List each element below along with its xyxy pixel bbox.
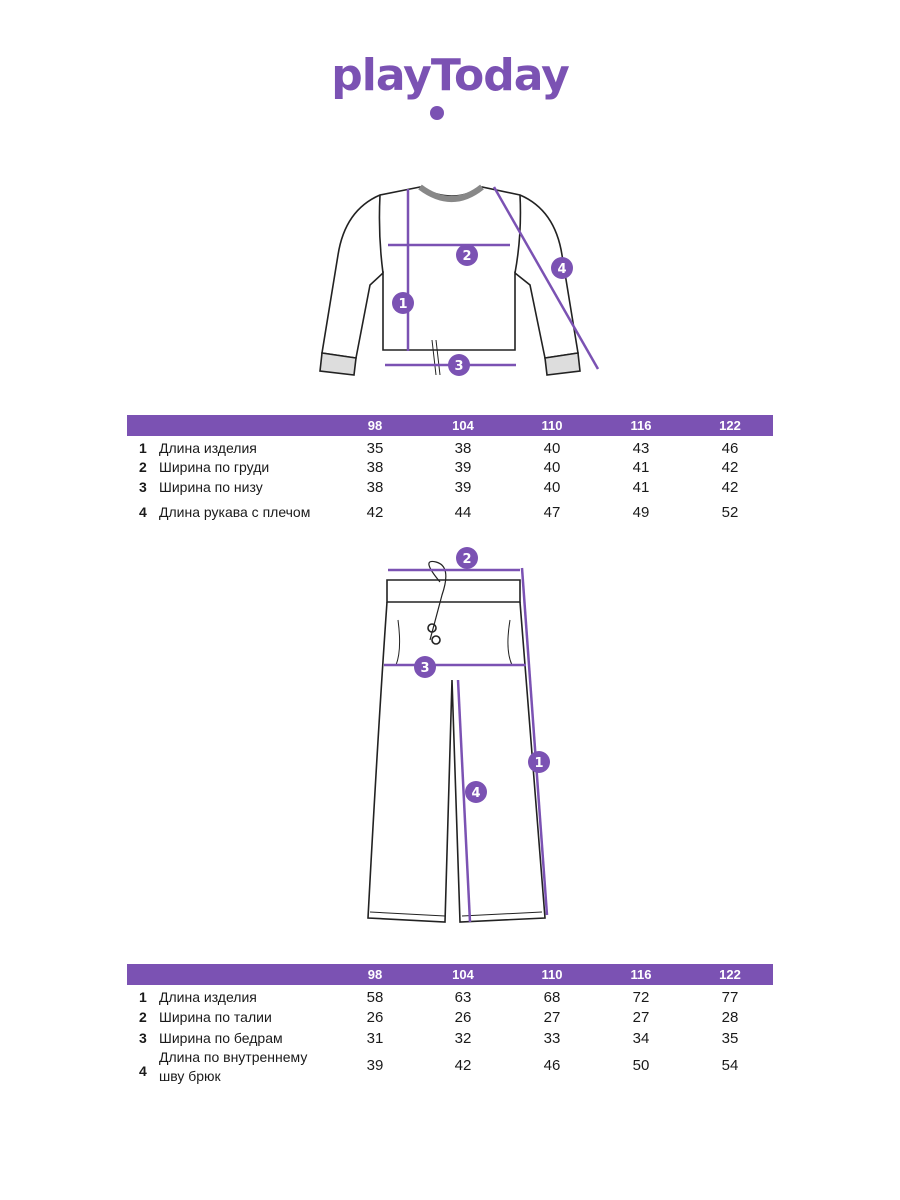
marker-group-bottom: 2 3 1 4 bbox=[414, 547, 550, 803]
cell: 42 bbox=[721, 459, 739, 476]
cell: 35 bbox=[366, 440, 384, 457]
size-col: 110 bbox=[541, 418, 563, 433]
cell: 38 bbox=[366, 479, 384, 496]
cell: 41 bbox=[632, 479, 650, 496]
marker-2: 2 bbox=[462, 249, 471, 264]
size-col: 104 bbox=[452, 967, 474, 982]
cell: 58 bbox=[366, 989, 384, 1006]
row-label: Длина изделия bbox=[159, 989, 257, 1005]
cell: 28 bbox=[721, 1009, 739, 1026]
cell: 38 bbox=[366, 459, 384, 476]
cell: 39 bbox=[454, 479, 472, 496]
cell: 43 bbox=[632, 440, 650, 457]
pants-diagram: 2 3 1 4 bbox=[367, 547, 550, 923]
marker-2: 2 bbox=[462, 552, 471, 567]
cell: 46 bbox=[721, 440, 739, 457]
row-number: 3 bbox=[139, 479, 147, 495]
row-label: Ширина по низу bbox=[159, 479, 263, 495]
cell: 41 bbox=[632, 459, 650, 476]
row-label: Длина рукава с плечом bbox=[159, 504, 311, 520]
cell: 32 bbox=[454, 1030, 472, 1047]
cell: 26 bbox=[454, 1009, 472, 1026]
row-number: 1 bbox=[139, 440, 147, 456]
row-number: 3 bbox=[139, 1030, 147, 1046]
cell: 44 bbox=[454, 504, 472, 521]
size-col: 116 bbox=[630, 418, 652, 433]
bottom-size-table: 98 104 110 116 122 1 Длина изделия 58 63… bbox=[127, 964, 773, 1084]
cell: 42 bbox=[454, 1057, 472, 1074]
cell: 77 bbox=[721, 989, 739, 1006]
cell: 63 bbox=[454, 989, 472, 1006]
row-label: Длина по внутреннему bbox=[159, 1049, 308, 1065]
cell: 40 bbox=[543, 459, 561, 476]
cell: 40 bbox=[543, 440, 561, 457]
row-label-line2: шву брюк bbox=[159, 1068, 221, 1084]
marker-group-top: 1 2 3 4 bbox=[392, 244, 573, 376]
bottom-size-header: 98 104 110 116 122 bbox=[127, 964, 773, 985]
cell: 47 bbox=[543, 504, 561, 521]
marker-3: 3 bbox=[454, 359, 463, 374]
marker-4: 4 bbox=[557, 262, 566, 277]
row-label: Ширина по талии bbox=[159, 1009, 272, 1025]
size-col: 122 bbox=[719, 967, 741, 982]
logo-dot bbox=[430, 106, 444, 120]
size-col: 116 bbox=[630, 967, 652, 982]
cell: 49 bbox=[632, 504, 650, 521]
cell: 26 bbox=[366, 1009, 384, 1026]
cell: 27 bbox=[543, 1009, 561, 1026]
cell: 35 bbox=[721, 1030, 739, 1047]
cell: 27 bbox=[632, 1009, 650, 1026]
size-col: 98 bbox=[367, 418, 383, 433]
row-number: 2 bbox=[139, 459, 147, 475]
cell: 39 bbox=[454, 459, 472, 476]
size-col: 122 bbox=[719, 418, 741, 433]
top-size-table: 98 104 110 116 122 1 Длина изделия 35 38… bbox=[127, 415, 773, 521]
marker-1: 1 bbox=[398, 297, 407, 312]
cell: 38 bbox=[454, 440, 472, 457]
cell: 72 bbox=[632, 989, 650, 1006]
row-label: Ширина по груди bbox=[159, 459, 270, 475]
row-number: 2 bbox=[139, 1009, 147, 1025]
row-number: 1 bbox=[139, 989, 147, 1005]
top-size-header: 98 104 110 116 122 bbox=[127, 415, 773, 436]
row-number: 4 bbox=[139, 504, 147, 520]
brand-logo: playToday bbox=[331, 50, 570, 101]
size-col: 104 bbox=[452, 418, 474, 433]
cell: 40 bbox=[543, 479, 561, 496]
cell: 31 bbox=[366, 1030, 384, 1047]
cell: 33 bbox=[543, 1030, 561, 1047]
cell: 42 bbox=[721, 479, 739, 496]
row-label: Ширина по бедрам bbox=[159, 1030, 283, 1046]
cell: 42 bbox=[366, 504, 384, 521]
size-col: 110 bbox=[541, 967, 563, 982]
cell: 46 bbox=[543, 1057, 561, 1074]
size-col: 98 bbox=[367, 967, 383, 982]
cell: 50 bbox=[632, 1057, 650, 1074]
row-number: 4 bbox=[139, 1063, 147, 1079]
cell: 54 bbox=[721, 1057, 739, 1074]
marker-1: 1 bbox=[534, 756, 543, 771]
cell: 39 bbox=[366, 1057, 384, 1074]
cell: 52 bbox=[721, 504, 739, 521]
marker-3: 3 bbox=[420, 661, 429, 676]
marker-4: 4 bbox=[471, 786, 480, 801]
cell: 68 bbox=[543, 989, 561, 1006]
sweatshirt-diagram: 1 2 3 4 bbox=[319, 184, 600, 376]
row-label: Длина изделия bbox=[159, 440, 257, 456]
cell: 34 bbox=[632, 1030, 650, 1047]
